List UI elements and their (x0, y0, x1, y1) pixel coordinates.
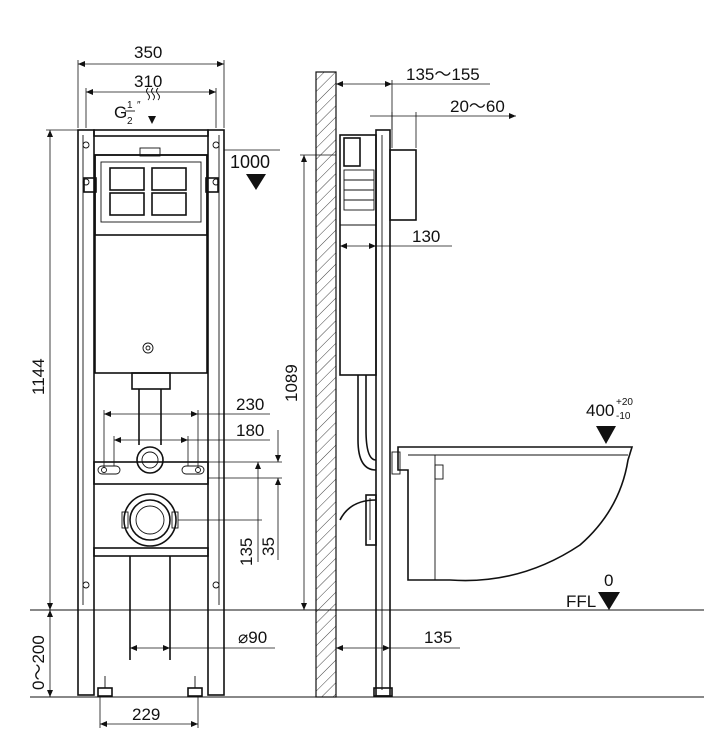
wall-section (315, 71, 337, 698)
label-bolt-spacing: 230 (236, 395, 264, 414)
label-inner-width: 310 (134, 72, 162, 91)
dim-bowl-height: 400 +20 -10 (586, 397, 633, 444)
water-inlet-label: G 1 2 ″ (114, 87, 160, 127)
frame-uprights (77, 129, 225, 697)
mounting-rail (93, 461, 209, 485)
drain-pipe (129, 556, 171, 660)
label-frame-width: 350 (134, 43, 162, 62)
dim-drain-height: 1089 (282, 154, 336, 610)
label-floor-level-value: 0 (604, 571, 613, 590)
label-floor-offset: 135 (424, 628, 452, 647)
label-wall-depth: 135～155 (406, 65, 480, 84)
ffl-marker-icon (598, 592, 620, 610)
label-offset-35: 35 (259, 537, 278, 556)
inlet-arrow-icon (148, 116, 156, 124)
dim-panel-gap: 20～60 (370, 97, 516, 148)
dim-bolt-spacing: 230 (103, 395, 270, 468)
label-pipe-spacing: 180 (236, 421, 264, 440)
toilet-bowl (391, 446, 634, 582)
inlet-thread-unit: ″ (137, 100, 141, 111)
dim-wall-depth: 135～155 (335, 65, 490, 130)
inlet-thread-denominator: 2 (127, 116, 133, 127)
label-inlet-height: 1000 (230, 152, 270, 172)
dim-foot-spacing: 229 (99, 697, 199, 728)
frame-top-bar (93, 129, 209, 137)
side-view: 135～155 20～60 130 1089 400 +20 -10 (282, 65, 634, 698)
label-foot-adjust: 0～200 (29, 635, 48, 690)
frame-side (373, 129, 393, 697)
floor-level-marker: 0 FFL (566, 571, 620, 611)
dim-frame-width: 350 (77, 43, 225, 128)
dim-foot-adjust: 0～200 (29, 610, 53, 697)
inlet-thread-base: G (114, 103, 127, 122)
flush-pipe (131, 372, 171, 474)
bowl-level-marker-icon (596, 426, 616, 444)
label-cistern-depth: 130 (412, 227, 440, 246)
label-panel-gap: 20～60 (450, 97, 505, 116)
label-frame-height: 1144 (29, 358, 48, 395)
drain-connection (121, 493, 179, 547)
pipes-side (339, 375, 377, 546)
dim-cistern-depth: 130 (339, 225, 452, 250)
dim-floor-offset: 135 (336, 628, 460, 651)
front-view: 350 310 G 1 2 ″ 1000 114 (29, 43, 704, 728)
dim-drain-diameter: ⌀90 (130, 628, 275, 651)
water-wave-icon (146, 87, 160, 101)
dim-inner-width: 310 (85, 72, 217, 128)
label-bowl-tol-plus: +20 (616, 397, 633, 408)
dim-inlet-height: 1000 (224, 149, 280, 190)
dim-pipe-spacing: 180 (113, 421, 270, 466)
label-foot-spacing: 229 (132, 705, 160, 724)
level-marker-icon (246, 174, 266, 190)
label-floor-level: FFL (566, 592, 596, 611)
cistern (83, 147, 219, 374)
inlet-thread-numerator: 1 (127, 100, 133, 111)
label-bowl-height: 400 (586, 401, 614, 420)
label-drain-height: 1089 (282, 364, 301, 402)
dim-frame-height: 1144 (29, 129, 78, 610)
dim-offsets: 135 35 (178, 430, 282, 566)
label-drain-diameter: ⌀90 (238, 628, 267, 647)
label-offset-135: 135 (237, 538, 256, 566)
label-bowl-tol-minus: -10 (616, 411, 631, 422)
cistern-side (339, 134, 417, 376)
lower-rail (93, 547, 209, 557)
